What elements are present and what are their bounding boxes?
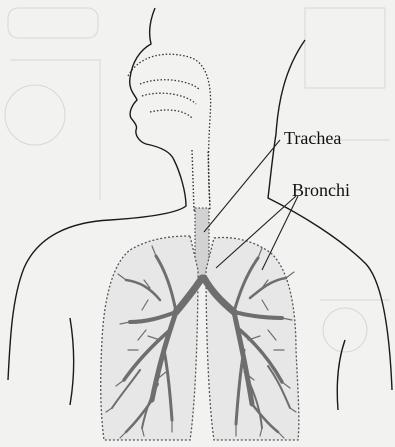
bronchi-leader-line-right	[262, 196, 298, 270]
trachea-leader-line	[204, 140, 280, 232]
nasal-cavity	[128, 54, 211, 206]
trachea-label: Trachea	[284, 128, 341, 148]
bronchi-label: Bronchi	[292, 180, 350, 200]
left-lung	[101, 236, 198, 440]
